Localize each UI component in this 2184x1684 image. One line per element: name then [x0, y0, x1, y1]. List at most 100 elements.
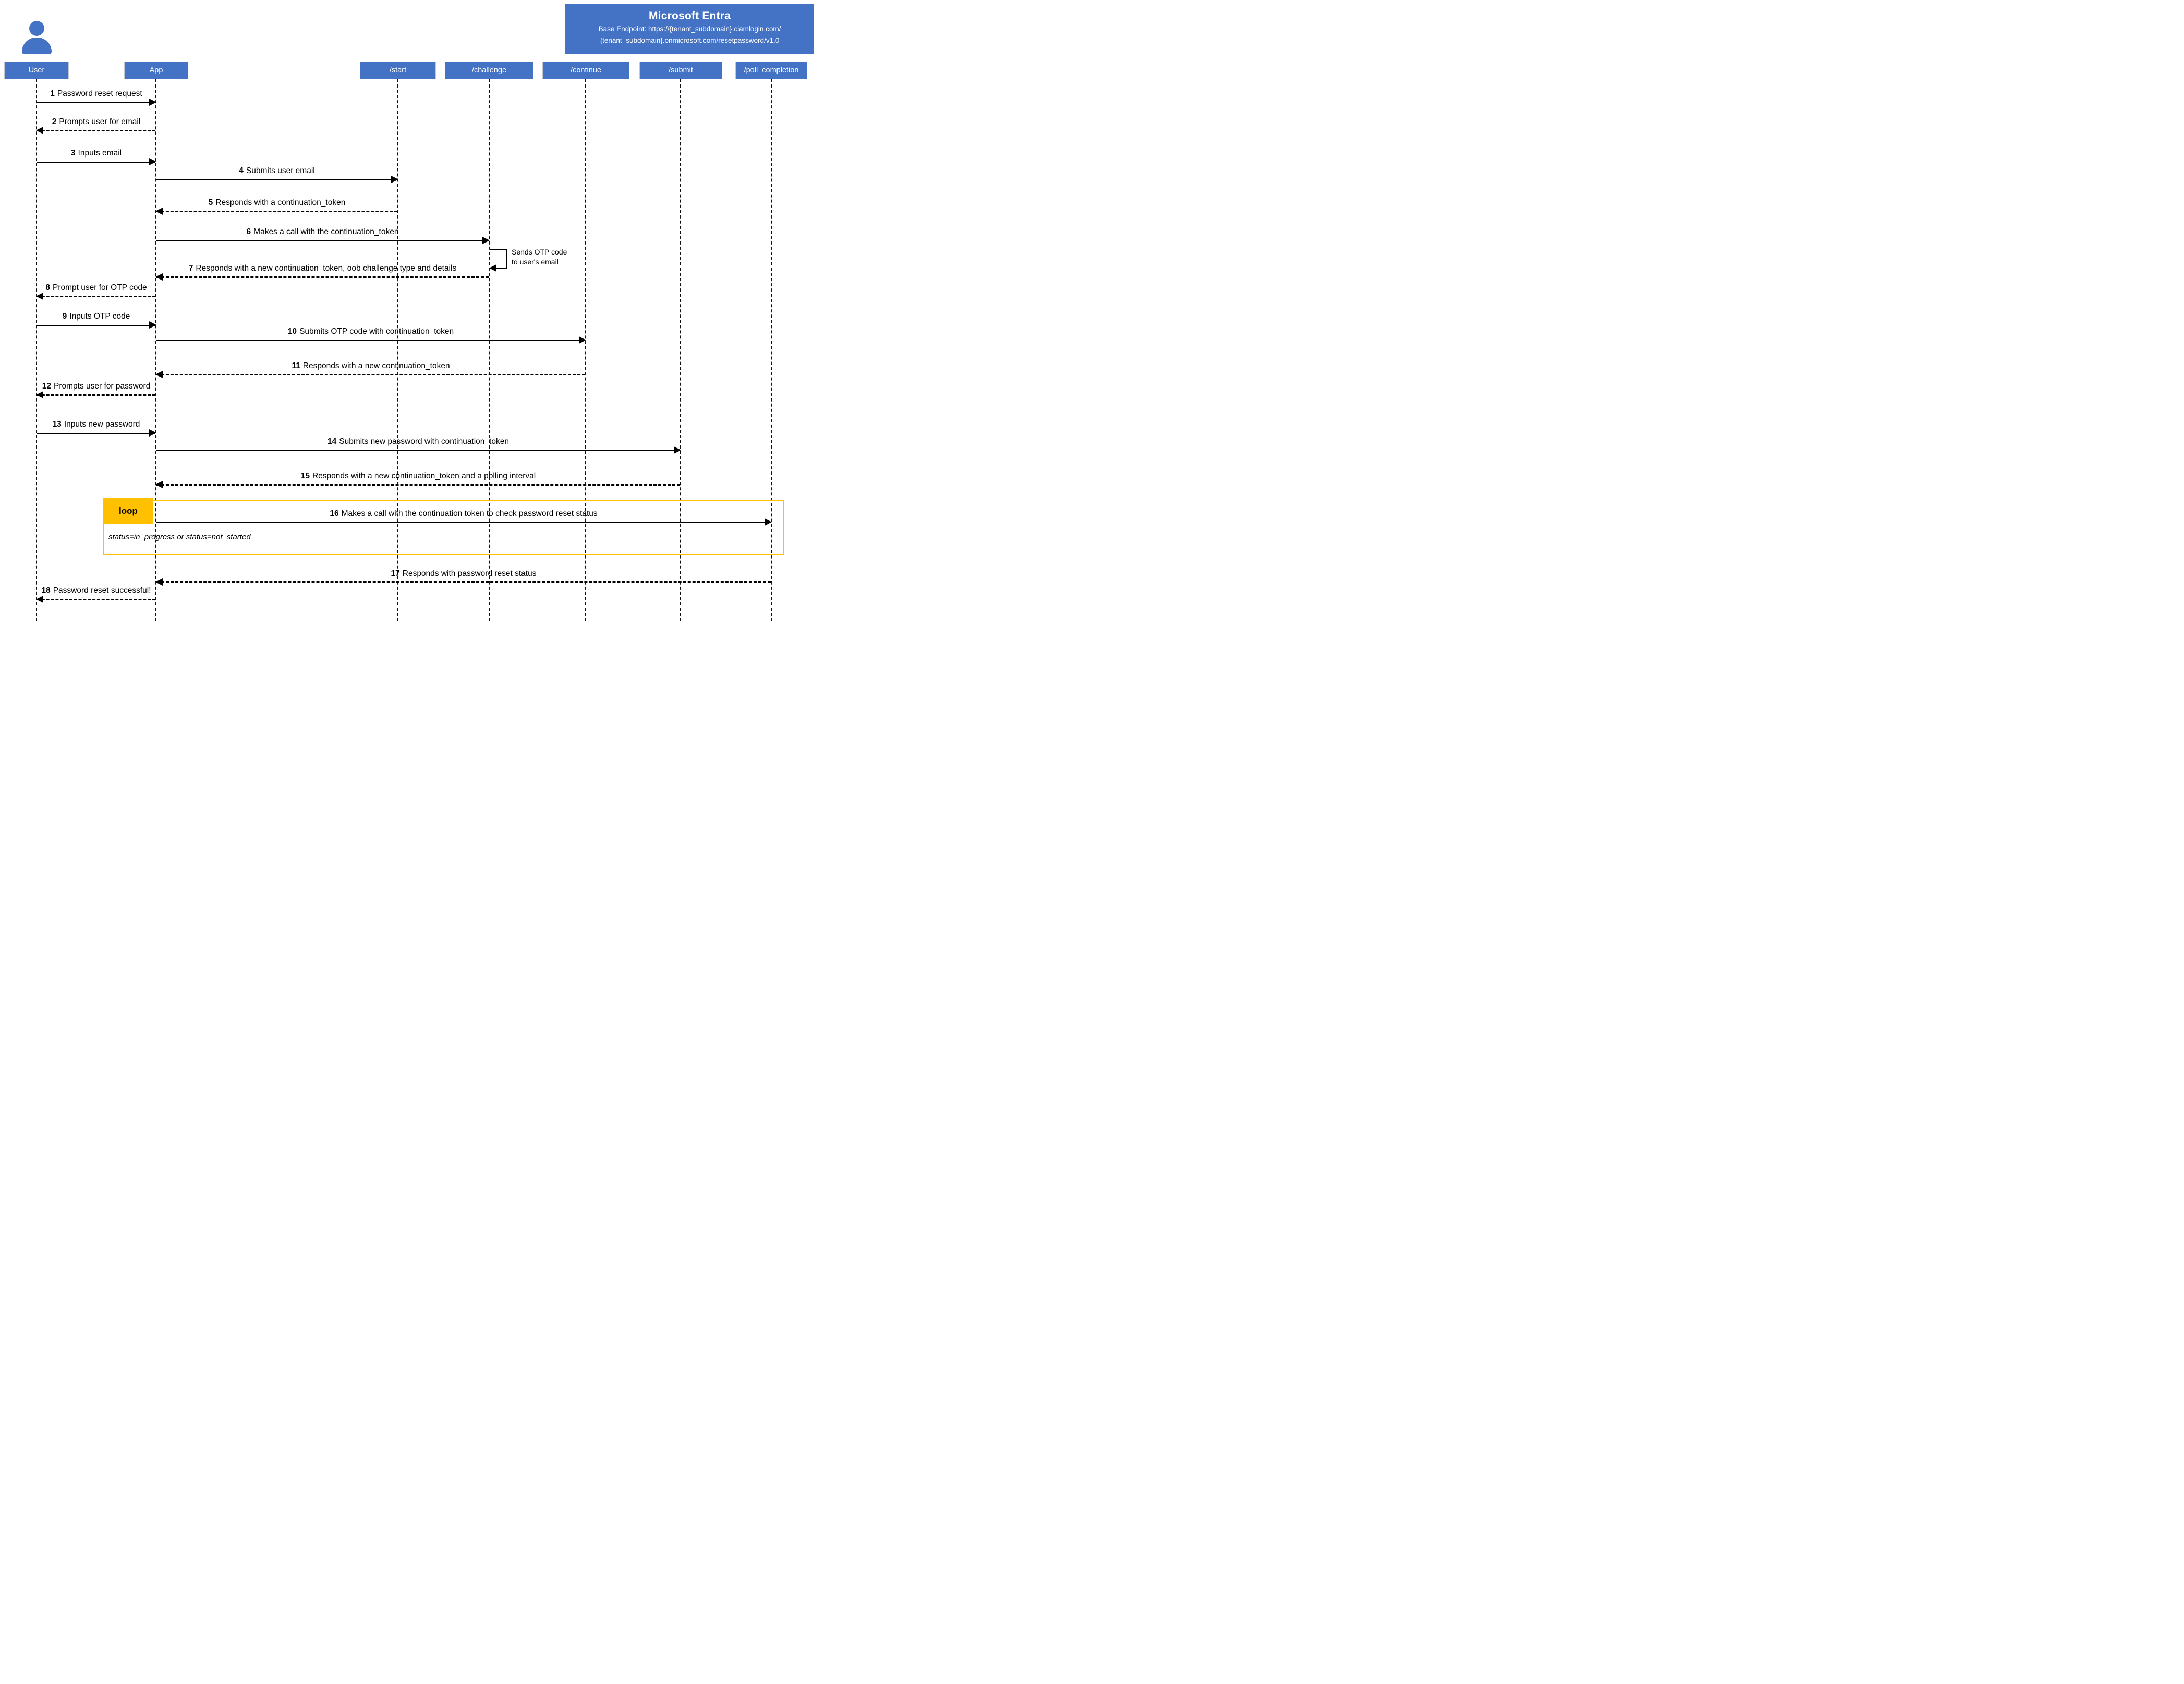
arrowhead-right-icon	[149, 321, 156, 329]
lifeline-app	[155, 79, 156, 621]
lifeline-label-user: User	[28, 66, 45, 75]
arrowhead-left-icon	[155, 371, 163, 378]
lifeline-label-continue: /continue	[571, 66, 601, 75]
message-5-line	[155, 208, 397, 215]
arrowhead-left-icon	[155, 208, 163, 215]
self-message-note-line1: Sends OTP code	[512, 248, 567, 256]
loop-label: loop	[103, 498, 153, 524]
arrowhead-left-icon	[489, 264, 496, 272]
message-10-line	[156, 336, 586, 344]
message-2-line	[36, 127, 155, 134]
lifeline-label-app: App	[149, 66, 163, 75]
lifeline-box-user: User	[4, 62, 69, 79]
lifeline-label-start: /start	[389, 66, 407, 75]
lifeline-box-app: App	[124, 62, 188, 79]
lifeline-label-submit: /submit	[669, 66, 693, 75]
arrowhead-left-icon	[155, 481, 163, 488]
entra-header-box: Microsoft Entra Base Endpoint: https://{…	[565, 4, 814, 54]
lifeline-box-poll-completion: /poll_completion	[735, 62, 807, 79]
arrowhead-right-icon	[149, 99, 156, 106]
message-15-line	[155, 481, 680, 488]
self-message-right-line	[506, 249, 507, 269]
person-icon-body	[22, 38, 52, 54]
lifeline-user	[36, 79, 37, 621]
message-9-line	[37, 321, 156, 329]
loop-fragment: loop status=in_progress or status=not_st…	[103, 498, 784, 555]
loop-label-text: loop	[119, 506, 138, 516]
message-4-line	[156, 176, 398, 183]
message-17-line	[155, 578, 771, 586]
arrowhead-right-icon	[674, 446, 681, 454]
loop-guard: status=in_progress or status=not_started	[108, 532, 251, 541]
self-message-note: Sends OTP code to user's email	[512, 247, 567, 267]
lifeline-start	[397, 79, 398, 621]
person-icon-head	[29, 21, 44, 36]
lifeline-label-challenge: /challenge	[471, 66, 507, 75]
lifeline-box-submit: /submit	[639, 62, 722, 79]
arrowhead-left-icon	[155, 578, 163, 586]
arrowhead-right-icon	[391, 176, 398, 183]
self-message-top-line	[490, 249, 507, 250]
lifeline-label-poll-completion: /poll_completion	[744, 66, 799, 75]
lifeline-challenge	[489, 79, 490, 621]
message-11-line	[155, 371, 585, 378]
self-message-note-line2: to user's email	[512, 258, 559, 266]
lifeline-box-continue: /continue	[542, 62, 629, 79]
arrowhead-left-icon	[36, 596, 43, 603]
message-12-line	[36, 391, 155, 398]
message-1-line	[37, 99, 156, 106]
self-message-bottom-line	[489, 264, 507, 272]
message-6-line	[156, 237, 490, 244]
arrowhead-left-icon	[155, 273, 163, 281]
sequence-diagram-canvas: Microsoft Entra Base Endpoint: https://{…	[0, 0, 814, 627]
arrowhead-left-icon	[36, 391, 43, 398]
arrowhead-left-icon	[36, 127, 43, 134]
message-3-line	[37, 158, 156, 165]
arrowhead-right-icon	[765, 518, 772, 526]
message-16-line	[156, 518, 772, 526]
message-7-line	[155, 273, 489, 281]
message-14-line	[156, 446, 681, 454]
entra-endpoint-line1: Base Endpoint: https://{tenant_subdomain…	[598, 25, 781, 33]
lifeline-submit	[680, 79, 681, 621]
lifeline-box-start: /start	[360, 62, 436, 79]
message-18-line	[36, 596, 155, 603]
arrowhead-right-icon	[149, 429, 156, 437]
arrowhead-left-icon	[36, 293, 43, 300]
lifeline-poll-completion	[771, 79, 772, 621]
message-13-line	[37, 429, 156, 437]
message-8-line	[36, 293, 155, 300]
